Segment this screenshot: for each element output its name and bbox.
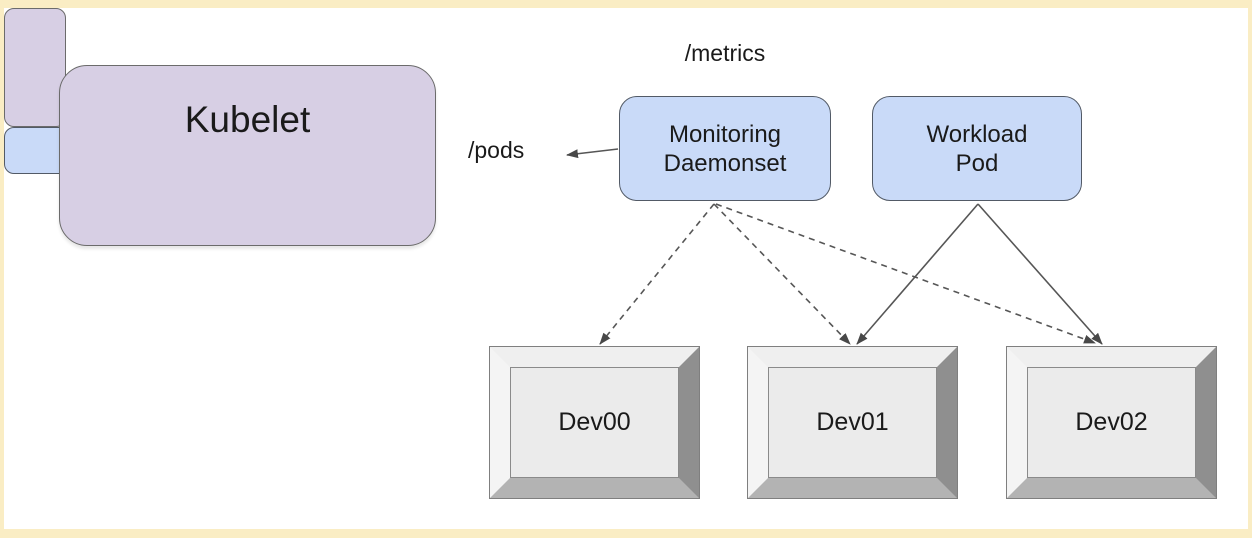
kubelet-node: Kubelet (59, 65, 436, 246)
device-node-dev00: Dev00 (489, 346, 700, 499)
workload-pod-label: Workload Pod (926, 120, 1028, 177)
device-bevel: Dev00 (490, 347, 699, 498)
device-bevel: Dev02 (1007, 347, 1216, 498)
edge-workload-to-dev02 (977, 203, 1103, 345)
edge-monitoring-to-dev02 (715, 203, 1096, 344)
monitoring-daemonset-node: Monitoring Daemonset (619, 96, 831, 201)
device-bevel: Dev01 (748, 347, 957, 498)
device-label: Dev02 (1075, 408, 1148, 436)
pods-endpoint-label: /pods (468, 137, 525, 163)
edge-workload-to-dev01 (856, 203, 979, 345)
edge-monitoring-to-dev01 (713, 203, 851, 345)
device-label: Dev01 (816, 408, 889, 436)
kubelet-pods-port-tab (4, 8, 66, 127)
monitoring-daemonset-label: Monitoring Daemonset (663, 120, 787, 177)
metrics-endpoint-label: /metrics (684, 40, 766, 66)
device-face: Dev01 (768, 367, 937, 478)
workload-pod-node: Workload Pod (872, 96, 1082, 201)
device-face: Dev02 (1027, 367, 1196, 478)
device-node-dev02: Dev02 (1006, 346, 1217, 499)
edge-monitoring-to-pods-endpoint (566, 148, 619, 159)
device-node-dev01: Dev01 (747, 346, 958, 499)
device-face: Dev00 (510, 367, 679, 478)
device-label: Dev00 (558, 408, 631, 436)
edge-monitoring-to-dev00 (599, 203, 715, 345)
kubelet-label: Kubelet (184, 99, 311, 140)
